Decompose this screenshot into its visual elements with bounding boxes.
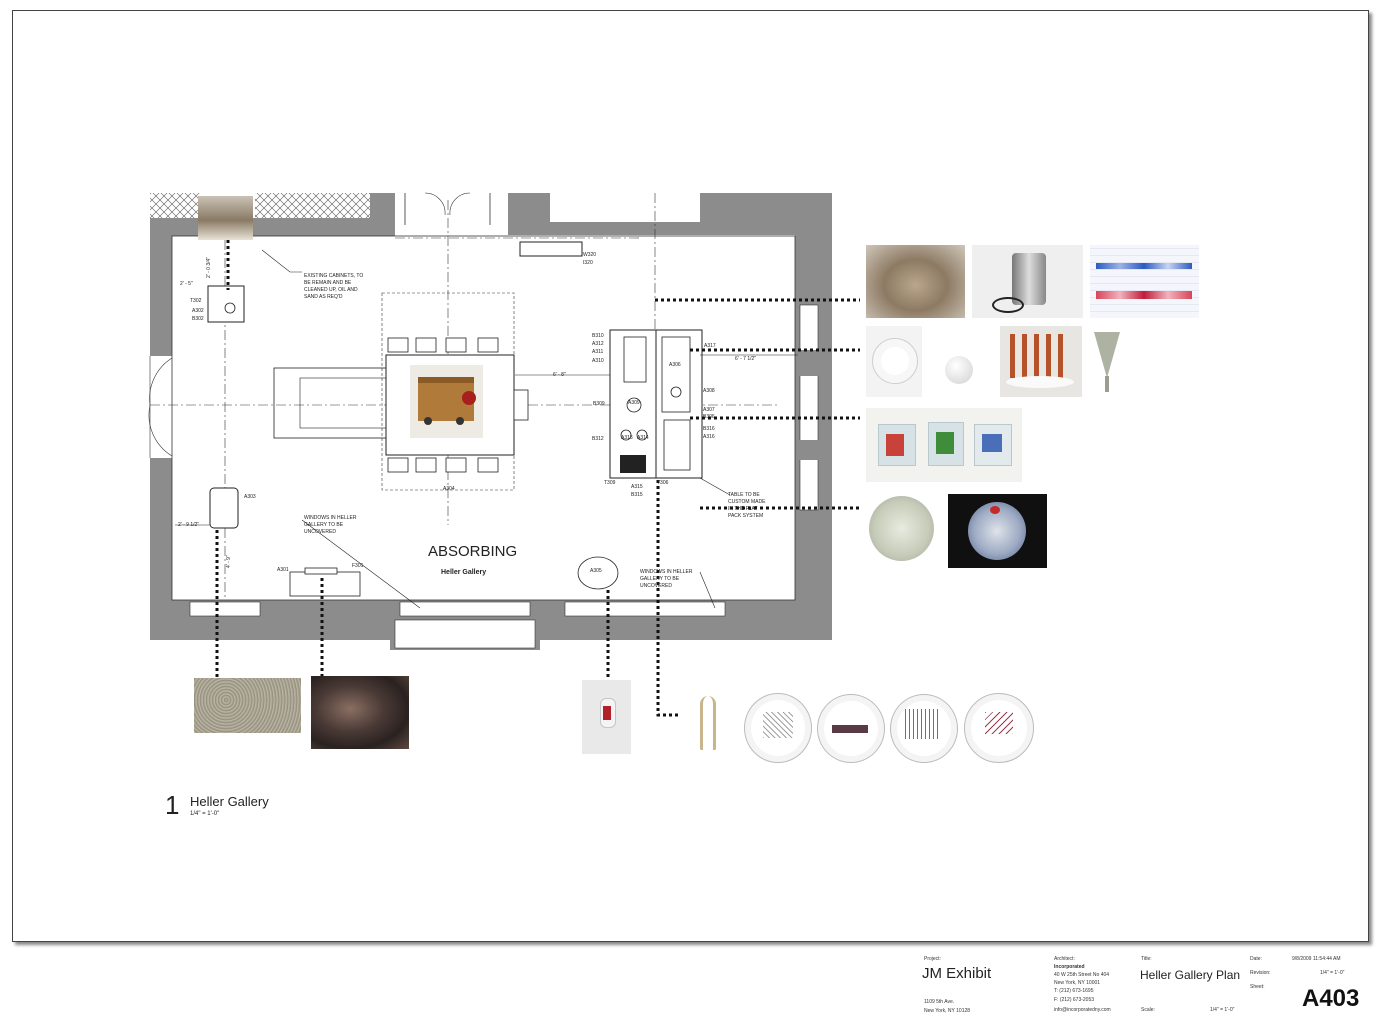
dotted-leaders	[215, 222, 860, 717]
tag-b302: B302	[192, 316, 204, 322]
blurred-figure-photo	[311, 676, 409, 749]
date-value: 9/8/2009 11:54:44 AM	[1292, 956, 1341, 962]
architect-fax: F: (212) 673-2053	[1054, 997, 1095, 1003]
view-number: 1	[165, 790, 180, 820]
metal-device-photo	[972, 245, 1083, 318]
wall	[150, 218, 395, 236]
view-scale: 1/4" = 1'-0"	[190, 811, 220, 817]
project-address-1: 1109 5th Ave.	[924, 999, 955, 1005]
wall	[550, 222, 700, 235]
architect-address-2: New York, NY 10001	[1054, 980, 1101, 986]
tag-a305: A305	[590, 568, 602, 574]
scale-value: 1/4" = 1'-0"	[1210, 1007, 1235, 1013]
silver-cup-photo	[1090, 326, 1124, 397]
metal-tool-photo	[866, 245, 965, 318]
tag-a301: A301	[277, 567, 289, 573]
drawn-plate-2-photo	[817, 694, 885, 763]
tag-a312: A312	[592, 341, 604, 347]
tag-a315: A315	[631, 484, 643, 490]
sheet-label: Sheet:	[1250, 984, 1265, 990]
drawn-plate-3-photo	[890, 694, 958, 763]
dim-6-8: 6' - 8"	[553, 372, 566, 378]
room-title: ABSORBING	[428, 543, 518, 560]
sheet-number: A403	[1302, 985, 1360, 1012]
view-name: Heller Gallery	[190, 794, 269, 809]
wall	[508, 193, 550, 235]
scale-label: Scale:	[1141, 1007, 1155, 1013]
revision-label: Revision:	[1250, 970, 1271, 976]
dark-plate-photo	[948, 494, 1047, 568]
architect-phone: T: (212) 673-1695	[1054, 988, 1094, 994]
white-plate-photo	[866, 326, 922, 397]
revision-value: 1/4" = 1'-0"	[1320, 970, 1345, 976]
glass-plate-photo	[866, 493, 939, 566]
tag-b315: B315	[631, 492, 643, 498]
dim-4-9: 4' - 9"	[226, 555, 232, 568]
tag-b312: B312	[592, 436, 604, 442]
window-hatch	[150, 193, 200, 218]
note-cabinets: EXISTING CABINETS, TO BE REMAIN AND BE C…	[304, 273, 364, 300]
wishbone-photo	[680, 690, 736, 764]
tag-b310: B310	[592, 333, 604, 339]
tag-a311: A311	[592, 349, 604, 355]
note-windows-right: WINDOWS IN HELLER GALLERY TO BE UNCOVERE…	[640, 569, 693, 589]
tag-t309: T309	[604, 480, 616, 486]
gravel-texture-photo	[194, 678, 301, 733]
dim-2-5: 2' - 5"	[180, 281, 193, 287]
tag-a316: A316	[703, 434, 715, 440]
tag-a303: A303	[244, 494, 256, 500]
tag-a308: A308	[703, 388, 715, 394]
window-hatch	[255, 193, 370, 218]
wall	[150, 236, 172, 356]
tag-a317: A317	[704, 343, 716, 349]
tag-b316: B316	[703, 426, 715, 432]
project-name: JM Exhibit	[922, 965, 992, 982]
tag-a309: A309	[628, 400, 640, 406]
tag-t302: T302	[190, 298, 202, 304]
tag-a306: A306	[669, 362, 681, 368]
wall	[150, 458, 172, 600]
tag-b306: B306	[703, 414, 715, 420]
date-label: Date:	[1250, 956, 1262, 962]
architect-email: info@incorporatedny.com	[1054, 1007, 1111, 1013]
plastic-bags-photo	[866, 408, 1022, 482]
tag-a314: A314	[637, 435, 649, 441]
tag-a304: A304	[443, 486, 455, 492]
tag-a302: A302	[192, 308, 204, 314]
sculpture-group-photo	[198, 196, 253, 240]
tag-a307: A307	[703, 407, 715, 413]
dim-2-9-half: 2' - 9 1/2"	[178, 522, 199, 528]
project-label: Project:	[924, 956, 941, 962]
tag-f301: F301	[352, 563, 364, 569]
drawn-plate-4-photo	[964, 693, 1034, 763]
copper-goblets-photo	[1000, 326, 1082, 397]
architect-name: Incorporated	[1054, 964, 1085, 970]
room-subtitle: Heller Gallery	[441, 569, 487, 576]
note-table: TABLE TO BE CUSTOM MADE IN THE FLAT PACK…	[728, 492, 766, 519]
title-value: Heller Gallery Plan	[1140, 968, 1241, 982]
architect-address-1: 40 W 25th Street No 404	[1054, 972, 1110, 978]
tag-b309: B309	[593, 401, 605, 407]
tag-w320: W320	[583, 252, 596, 258]
white-ball-object-photo	[929, 326, 991, 397]
architect-label: Architect:	[1054, 956, 1075, 962]
wall	[700, 193, 832, 235]
tag-i320: I320	[583, 260, 593, 266]
tag-a313: A313	[621, 435, 633, 441]
tag-t306: T306	[657, 480, 669, 486]
tag-a310: A310	[592, 358, 604, 364]
dim-2-0-3-4: 2' - 0 3/4"	[206, 257, 212, 278]
project-address-2: New York, NY 10128	[924, 1008, 971, 1014]
hanging-sack-photo	[582, 680, 631, 754]
title-label: Title:	[1141, 956, 1152, 962]
drawn-plate-1-photo	[744, 693, 812, 763]
red-blue-drawing-photo	[1090, 245, 1199, 318]
wagon-sculpture-photo	[410, 365, 483, 438]
dim-6-7-half: 6' - 7 1/2"	[735, 356, 756, 362]
note-windows-left: WINDOWS IN HELLER GALLERY TO BE UNCOVERE…	[304, 515, 357, 535]
wall	[370, 193, 395, 218]
